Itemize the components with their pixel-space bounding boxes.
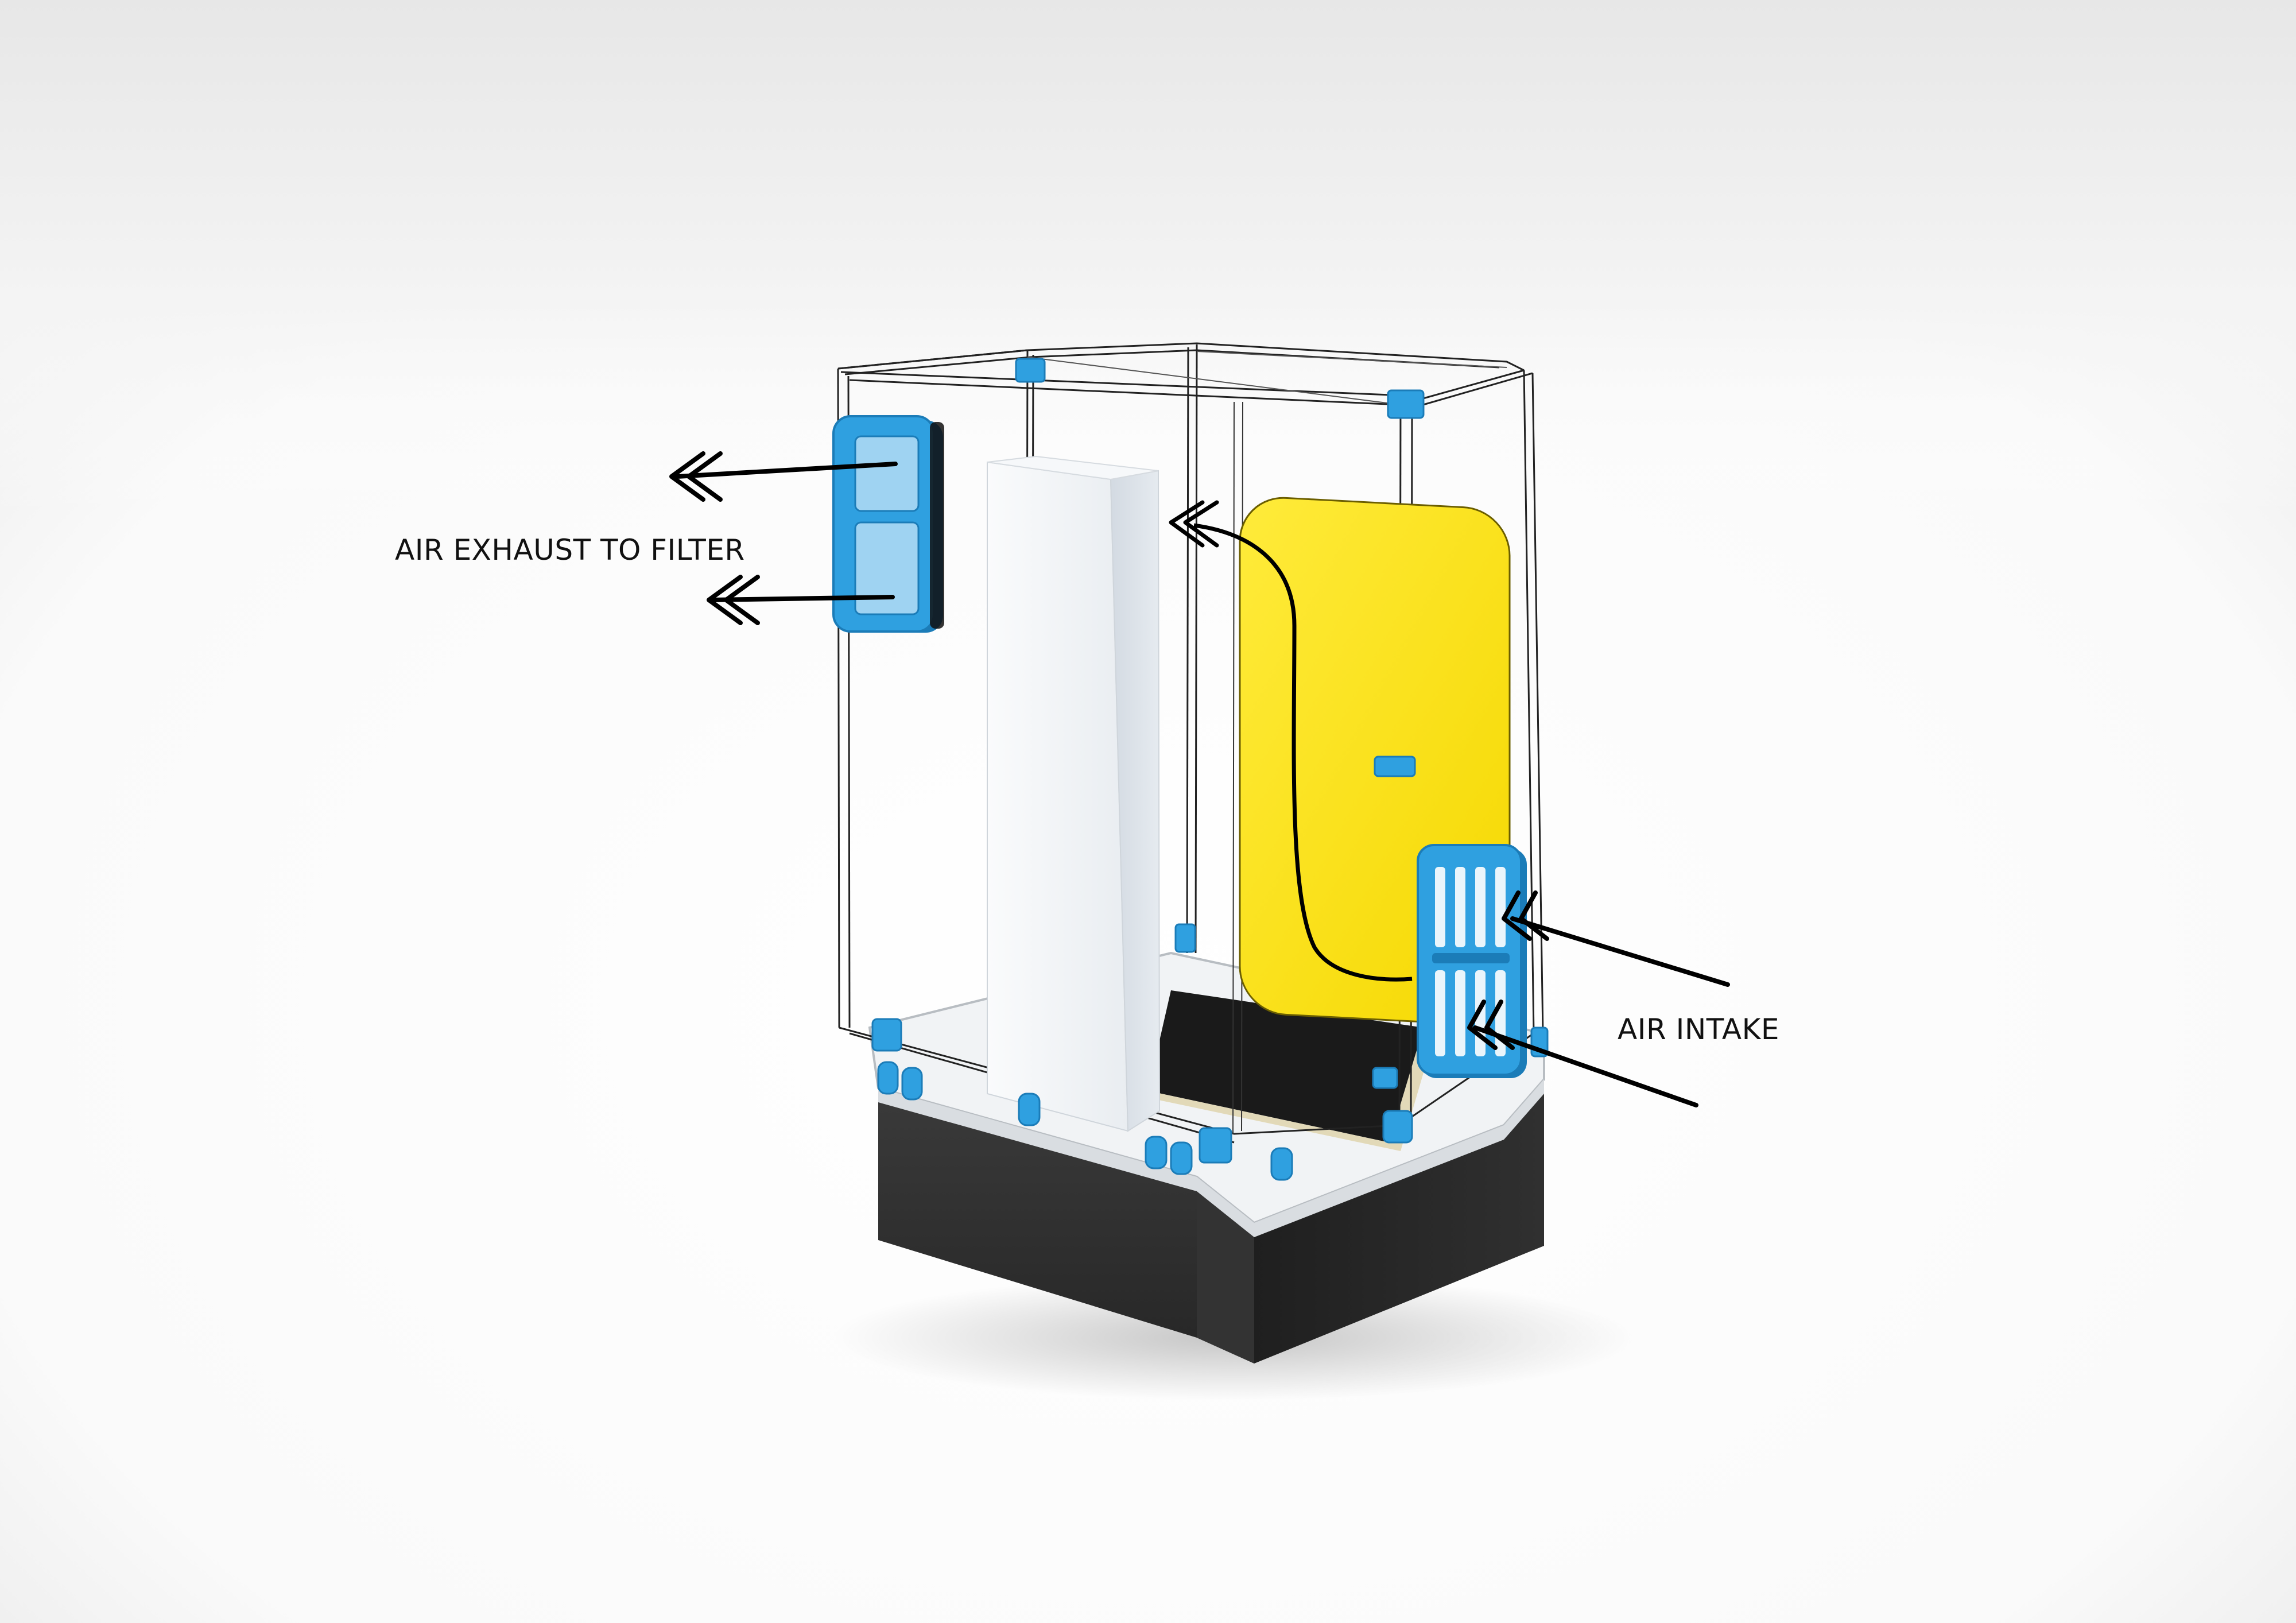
filter-tower (987, 455, 1161, 1132)
clip-icon (1015, 358, 1046, 383)
clip-icon (1372, 1067, 1398, 1089)
intake-arrows (1467, 890, 1730, 1107)
base-corner-bevel (1197, 1183, 1254, 1364)
clip-icon (1170, 1141, 1193, 1175)
exhaust-arrows (669, 451, 898, 625)
clip-icon (1174, 923, 1196, 953)
clip-icon (871, 1018, 902, 1052)
exhaust-label: AIR EXHAUST TO FILTER (395, 533, 745, 567)
clip-icon (877, 1061, 899, 1095)
clip-icon (1270, 1147, 1293, 1181)
flow-arrow-icon (1502, 890, 1532, 941)
clip-icon (1382, 1110, 1413, 1144)
tower-top (987, 455, 1159, 481)
flow-arrow-icon (1169, 500, 1219, 548)
intake-vent-icon (1417, 844, 1527, 1078)
base-front-left (878, 1094, 1254, 1364)
flow-arrow-icon (687, 451, 723, 502)
flow-arrow-icon (724, 575, 760, 625)
clip-icon (1145, 1136, 1168, 1169)
frame-clips (871, 358, 1549, 1181)
flow-arrow-icon (1519, 890, 1549, 941)
deck-opening-lip (1142, 1028, 1435, 1151)
base-front-right (1254, 1085, 1544, 1364)
base (878, 1085, 1544, 1364)
clip-icon (1199, 1127, 1232, 1164)
door-handle (1374, 756, 1416, 777)
flow-arrow-icon (707, 575, 743, 625)
clip-icon (1387, 389, 1425, 419)
flow-arrow-icon (1467, 1000, 1498, 1050)
flow-arrow-icon (669, 451, 705, 502)
clip-icon (1018, 1093, 1041, 1126)
deck-opening (1148, 990, 1424, 1142)
clip-icon (901, 1067, 923, 1101)
flow-arrow-icon (1484, 1000, 1515, 1050)
tower-front (987, 461, 1129, 1132)
airflow-path (1193, 523, 1413, 982)
exhaust-vent-icon (832, 415, 944, 633)
intake-label: AIR INTAKE (1618, 1013, 1779, 1046)
